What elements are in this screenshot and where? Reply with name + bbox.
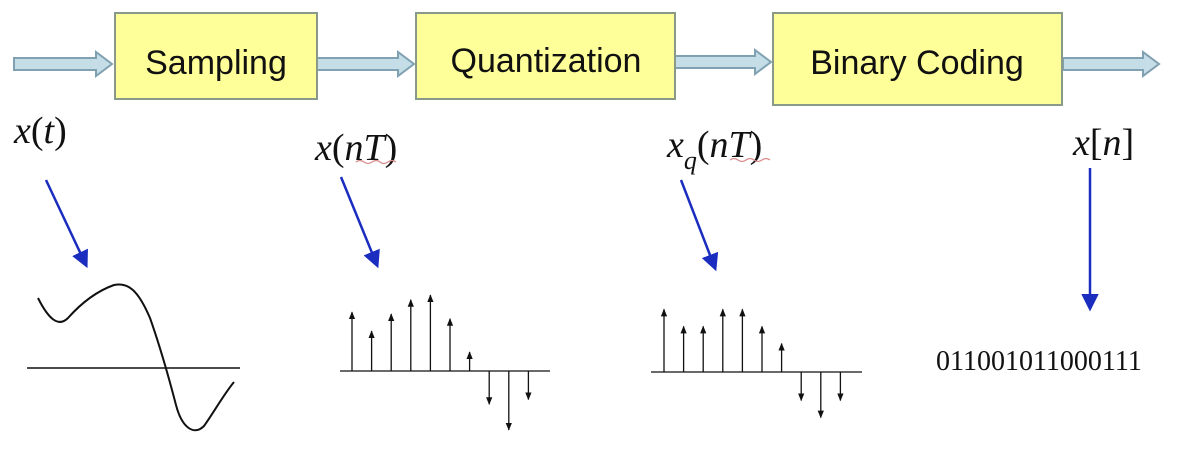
quantized-signal-plot — [651, 308, 862, 419]
pointer-arrow-quantized — [679, 179, 719, 272]
quantization-to-coding-arrow — [674, 48, 773, 76]
binary-coding-block-label: Binary Coding — [810, 44, 1024, 82]
sampling-block-label: Sampling — [145, 44, 287, 82]
pointer-arrow-continuous — [44, 179, 88, 269]
signal-label-continuous: x(t) — [13, 110, 67, 152]
sampling-block: Sampling — [114, 12, 318, 100]
binary-output-text: 011001011000111 — [936, 346, 1142, 377]
quantization-block: Quantization — [415, 12, 676, 100]
binary-coding-block-box — [772, 12, 1063, 106]
quantization-block-box — [415, 12, 676, 100]
continuous-waveform — [37, 283, 235, 432]
continuous-signal-plot — [27, 283, 240, 432]
pointer-arrow-sampled — [339, 176, 380, 269]
signal-label-digital: x[n] — [1072, 122, 1134, 164]
sampling-to-quantization-arrow — [316, 50, 416, 78]
spell-underline-quantized — [729, 157, 771, 163]
input-flow-arrow — [13, 50, 114, 78]
spell-underline-sampled — [355, 159, 397, 165]
quantization-block-label: Quantization — [451, 42, 642, 80]
sampled-signal-plot — [340, 294, 550, 431]
signal-label-quantized: xq(nT) — [666, 124, 762, 175]
signal-label-sampled: x(nT) — [314, 127, 397, 169]
binary-coding-block: Binary Coding — [772, 12, 1063, 106]
flow-arrows — [13, 48, 1161, 78]
sampling-block-box — [114, 12, 318, 100]
pointer-arrows — [44, 168, 1099, 312]
output-flow-arrow — [1062, 50, 1161, 78]
